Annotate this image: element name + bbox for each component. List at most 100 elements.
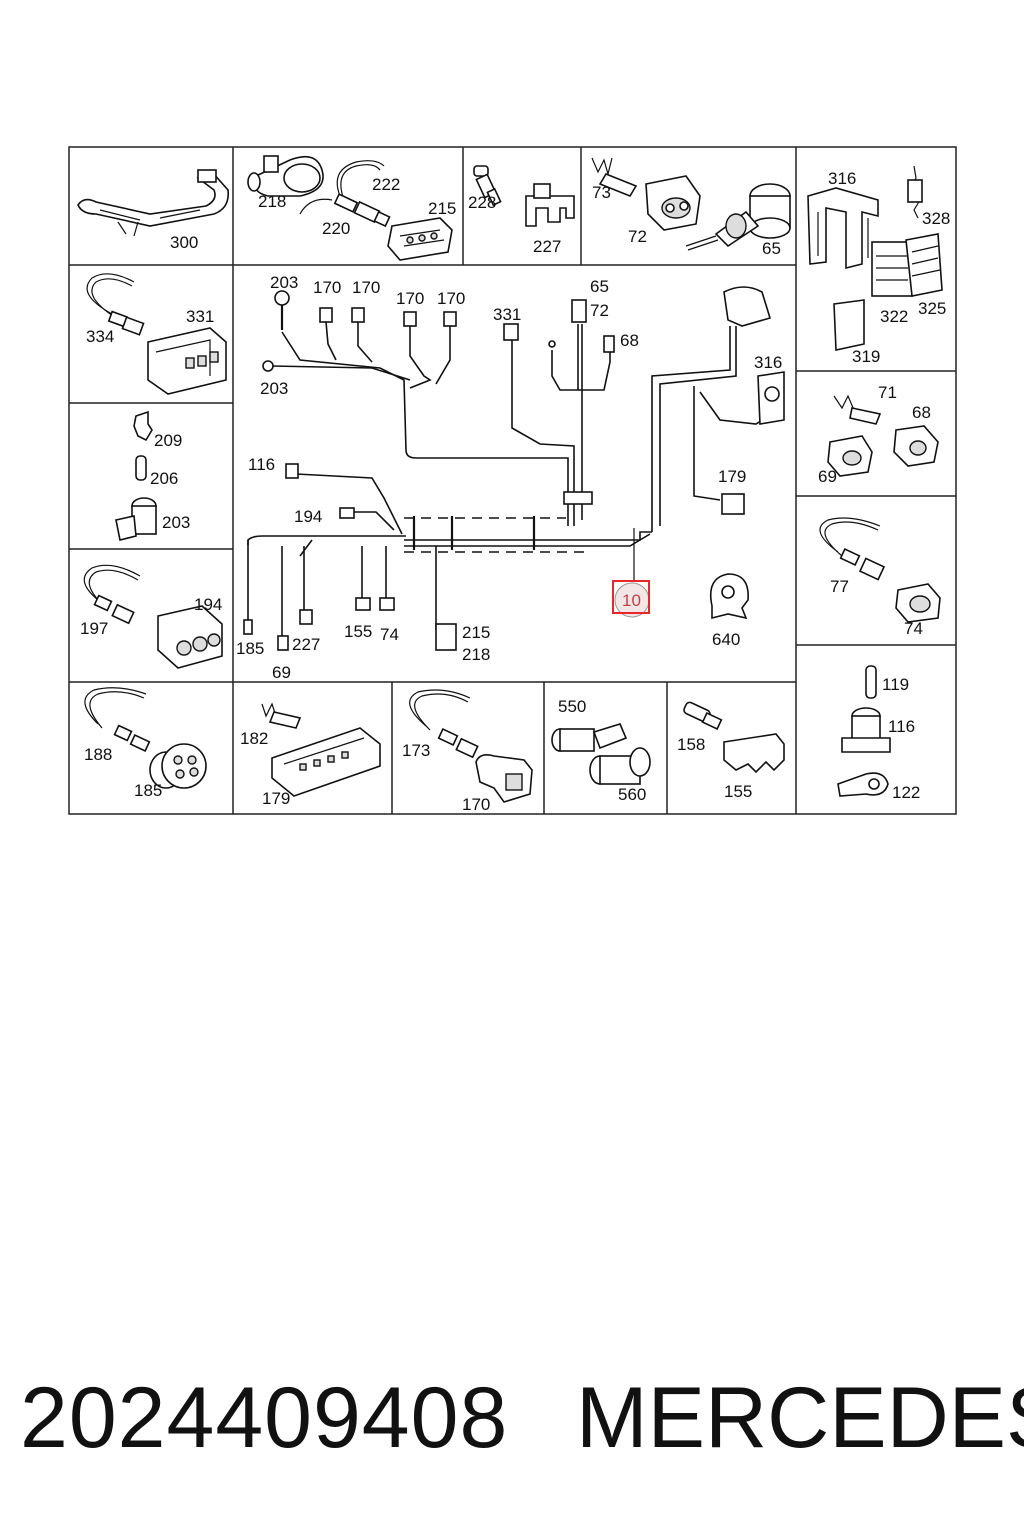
- callout-550: 550: [558, 697, 586, 716]
- callout-77: 77: [830, 577, 849, 596]
- diagram-frame: [68, 146, 957, 815]
- callout-179-main: 179: [718, 467, 746, 486]
- part-number: 2024409408: [20, 1370, 509, 1466]
- part-194-connector: [157, 605, 223, 669]
- callout-72-main: 72: [590, 301, 609, 320]
- part-316-relay-holder: [807, 187, 879, 270]
- highlighted-callout-10[interactable]: 10: [612, 580, 650, 618]
- callout-215-main: 215: [462, 623, 490, 642]
- callout-74-main: 74: [380, 625, 399, 644]
- part-300-cable-channel: [77, 169, 230, 237]
- part-215-multi-plug: [387, 217, 453, 261]
- callout-170-a: 170: [313, 278, 341, 297]
- callout-331-left: 331: [186, 307, 214, 326]
- wiring-harness-parts-diagram: 300 218 222 220 215 228 227: [68, 146, 957, 815]
- part-119-pin: [865, 665, 877, 699]
- brand-name: MERCEDES: [576, 1370, 1024, 1466]
- callout-185-main: 185: [236, 639, 264, 658]
- callout-206: 206: [150, 469, 178, 488]
- highlight-label: 10: [622, 591, 641, 610]
- part-185-round-connector: [149, 743, 207, 789]
- callout-203-main-bottom: 203: [260, 379, 288, 398]
- part-220-terminal-lead: [299, 193, 391, 228]
- part-331-connector: [147, 327, 227, 395]
- product-footer: 2024409408 MERCEDES: [20, 1368, 1024, 1478]
- callout-215-top: 215: [428, 199, 456, 218]
- callout-71: 71: [878, 383, 897, 402]
- main-harness: [247, 300, 773, 638]
- part-560-socket: [589, 747, 651, 785]
- part-116-sensor: [841, 707, 891, 753]
- part-203-seal: [115, 497, 157, 541]
- part-206-pin: [135, 455, 147, 481]
- part-71-terminal: [833, 394, 882, 425]
- callout-194-left: 194: [194, 595, 222, 614]
- callout-68-main: 68: [620, 331, 639, 350]
- callout-218-top: 218: [258, 192, 286, 211]
- callout-197: 197: [80, 619, 108, 638]
- callout-322: 322: [880, 307, 908, 326]
- part-69-connector: [827, 435, 873, 477]
- callout-182: 182: [240, 729, 268, 748]
- callout-560: 560: [618, 785, 646, 804]
- callout-72-top: 72: [628, 227, 647, 246]
- callout-116-main: 116: [248, 455, 275, 474]
- callout-116-right: 116: [888, 717, 915, 736]
- callout-65-top: 65: [762, 239, 781, 258]
- grid-lines: [69, 147, 956, 814]
- callout-209: 209: [154, 431, 182, 450]
- callout-203-left: 203: [162, 513, 190, 532]
- harness-connectors: [243, 286, 785, 651]
- part-319-plate: [833, 299, 865, 351]
- callout-188: 188: [84, 745, 112, 764]
- callout-331-main: 331: [493, 305, 521, 324]
- callout-170-d: 170: [437, 289, 465, 308]
- part-209-clip: [133, 410, 153, 442]
- part-72-plug-housing: [645, 175, 701, 231]
- callout-69-right: 69: [818, 467, 837, 486]
- callout-155-main: 155: [344, 622, 372, 641]
- part-188-lead: [84, 687, 151, 752]
- part-328-terminal: [907, 165, 923, 219]
- callout-640: 640: [712, 630, 740, 649]
- callout-170-bottom: 170: [462, 795, 490, 814]
- callout-185-bottom: 185: [134, 781, 162, 800]
- callout-220: 220: [322, 219, 350, 238]
- callout-316-main: 316: [754, 353, 782, 372]
- callout-68-right: 68: [912, 403, 931, 422]
- callout-228: 228: [468, 193, 496, 212]
- callout-218-main: 218: [462, 645, 490, 664]
- part-179-connector-block: [271, 727, 381, 797]
- callout-158: 158: [677, 735, 705, 754]
- part-155-housing: [723, 733, 785, 774]
- part-170-connector: [475, 754, 533, 803]
- callout-194-main: 194: [294, 507, 322, 526]
- part-68-connector: [893, 425, 939, 467]
- callout-73: 73: [592, 183, 611, 202]
- part-197-lead: [83, 564, 141, 625]
- part-158-pin: [683, 701, 723, 730]
- part-325-connector-block: [905, 233, 943, 297]
- part-77-lead: [819, 517, 886, 581]
- part-227-housing: [525, 183, 575, 227]
- part-73-terminal: [591, 157, 638, 197]
- part-173-lead: [409, 689, 479, 759]
- part-228-pin: [473, 165, 502, 207]
- callout-203-main-top: 203: [270, 273, 298, 292]
- callout-222: 222: [372, 175, 400, 194]
- part-322-connector-block: [871, 241, 913, 297]
- part-334-lead: [86, 273, 145, 336]
- callout-170-b: 170: [352, 278, 380, 297]
- callout-227-top: 227: [533, 237, 561, 256]
- callout-155-bottom: 155: [724, 782, 752, 801]
- callout-65-main: 65: [590, 277, 609, 296]
- part-182-terminal: [261, 702, 302, 729]
- callout-319: 319: [852, 347, 880, 366]
- callout-173: 173: [402, 741, 430, 760]
- callout-122: 122: [892, 783, 920, 802]
- callout-328: 328: [922, 209, 950, 228]
- callout-69-main: 69: [272, 663, 291, 682]
- callout-334: 334: [86, 327, 114, 346]
- callout-316-top: 316: [828, 169, 856, 188]
- callout-300: 300: [170, 233, 198, 252]
